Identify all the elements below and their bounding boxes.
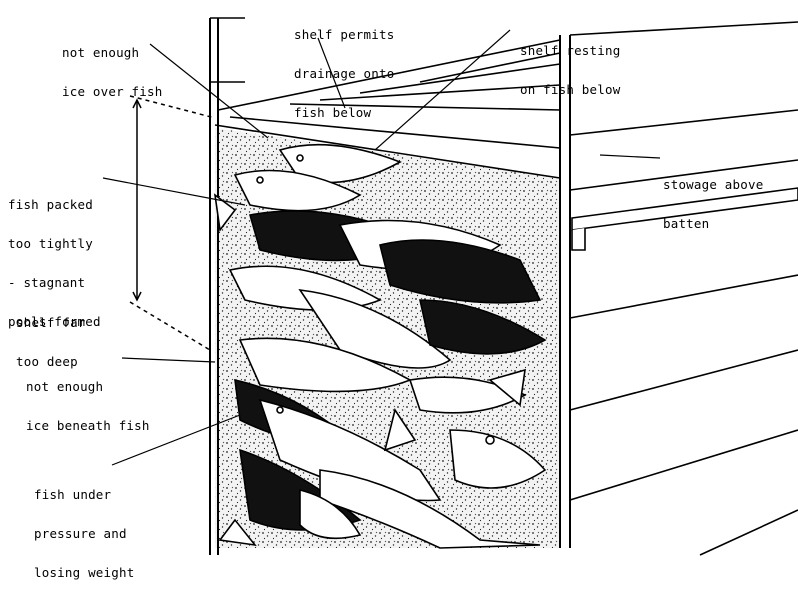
label-shelf-far-too-deep: shelf far too deep — [16, 290, 86, 394]
label-line: stowage above — [663, 177, 764, 192]
label-line: not enough — [62, 45, 140, 60]
label-line: too deep — [16, 354, 78, 369]
label-not-enough-ice-over-fish: not enough ice over fish — [62, 20, 162, 124]
label-line: - stagnant — [8, 275, 86, 290]
label-shelf-resting-on-fish: shelf resting on fish below — [520, 18, 620, 122]
label-line: shelf permits — [294, 27, 395, 42]
label-stowage-above-batten: stowage above batten — [663, 152, 763, 256]
label-line: fish under — [34, 487, 112, 502]
rear-post — [559, 35, 571, 548]
label-line: on fish below — [520, 82, 621, 97]
label-line: fish below — [294, 105, 372, 120]
label-line: losing weight — [34, 565, 135, 580]
label-line: pools formed — [8, 314, 101, 329]
label-not-enough-ice-beneath-fish: not enough ice beneath fish — [26, 354, 150, 458]
label-line: fish packed — [8, 197, 93, 212]
side-planks — [569, 21, 798, 556]
label-shelf-permits-drainage: shelf permits drainage onto fish below — [294, 2, 394, 145]
label-fish-packed-too-tightly: fish packed too tightly - stagnant pools… — [8, 172, 101, 354]
batten — [571, 187, 798, 251]
fish-stowage-diagram: not enough ice over fish shelf permits d… — [8, 2, 798, 579]
fish-hold-illustration — [102, 17, 798, 556]
fish-group — [213, 143, 547, 549]
label-line: batten — [663, 216, 710, 231]
label-line: shelf resting — [520, 43, 621, 58]
label-line: ice beneath fish — [26, 418, 150, 433]
label-line: shelf far — [16, 315, 86, 330]
label-line: not enough — [26, 379, 104, 394]
label-line: drainage onto — [294, 66, 395, 81]
label-fish-under-pressure: fish under pressure and losing weight — [34, 462, 134, 605]
label-line: too tightly — [8, 236, 93, 251]
label-line: ice over fish — [62, 84, 163, 99]
leader-lines — [102, 29, 661, 466]
depth-dimension — [129, 95, 216, 351]
front-post — [209, 18, 219, 555]
label-line: pressure and — [34, 526, 127, 541]
